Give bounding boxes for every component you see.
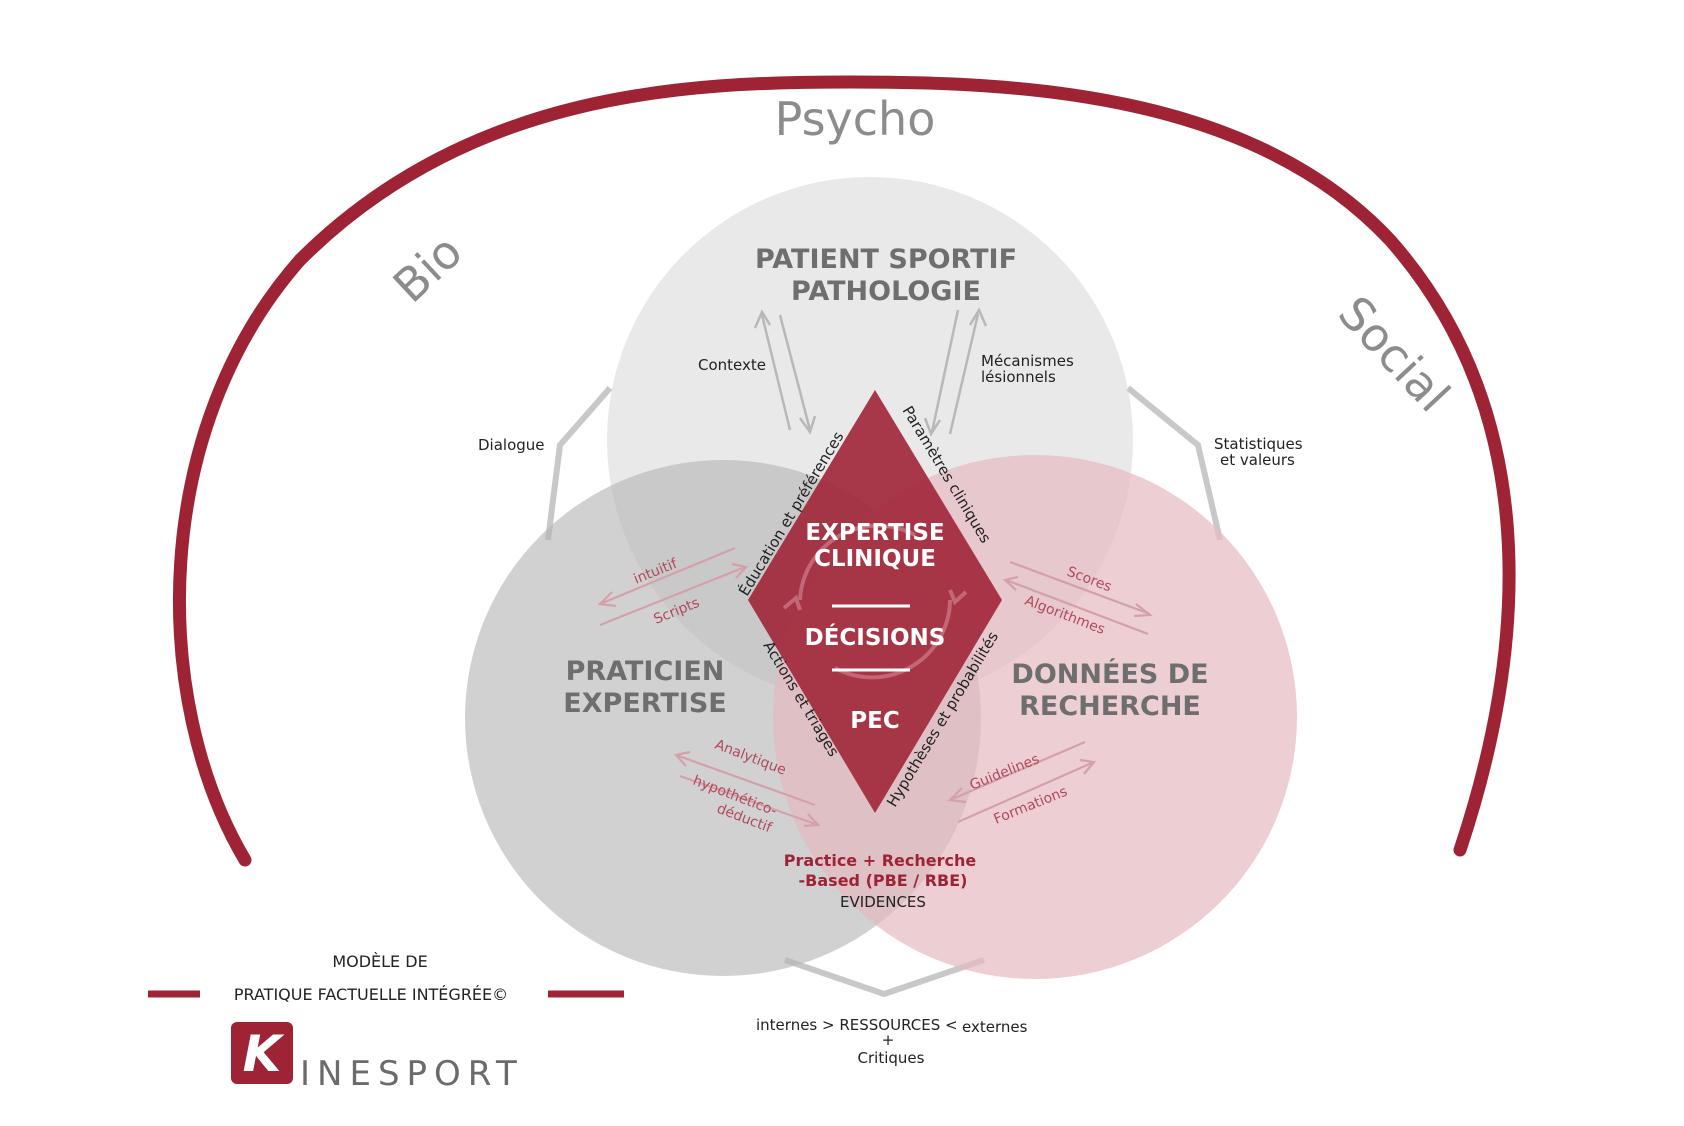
- mecanismes-label-line2: lésionnels: [981, 368, 1056, 386]
- praticien-title-line1: PRATICIEN: [566, 656, 725, 687]
- evidence-line2: -Based (PBE / RBE): [799, 871, 968, 890]
- bio-label: Bio: [383, 224, 473, 313]
- ressources-critiques: Critiques: [858, 1049, 925, 1067]
- pec-text: PEC: [850, 708, 899, 734]
- expertise-line2: CLINIQUE: [814, 546, 936, 572]
- cycle-arrows-icon: [782, 523, 968, 680]
- logo-k-letter: K: [243, 1025, 285, 1083]
- patient-title-line2: PATHOLOGIE: [791, 276, 981, 307]
- donnees-title-line2: RECHERCHE: [1019, 691, 1201, 722]
- contexte-arrows: [753, 309, 817, 435]
- mecanismes-arrows: [923, 307, 988, 437]
- ressources-connector: [784, 957, 985, 998]
- biopsychosocial-arc: [172, 75, 1516, 867]
- logo-k-block: [231, 1022, 293, 1084]
- donnees-title-line1: DONNÉES DE: [1011, 658, 1208, 690]
- statistiques-label-line1: Statistiques: [1214, 435, 1303, 453]
- guidelines-arrows: [947, 740, 1097, 824]
- statistiques-connector: [1126, 385, 1223, 541]
- kinesport-logo: K INESPORT: [231, 1022, 524, 1094]
- legend-line2: PRATIQUE FACTUELLE INTÉGRÉE©: [234, 985, 508, 1004]
- ressources-plus: +: [882, 1031, 895, 1049]
- evidence-line1: Practice + Recherche: [784, 851, 977, 870]
- scores-arrows: [1002, 560, 1153, 636]
- evidence-line3: EVIDENCES: [840, 893, 926, 911]
- statistiques-label-line2: et valeurs: [1220, 451, 1295, 469]
- patient-title-line1: PATIENT SPORTIF: [755, 244, 1017, 275]
- decisions-text: DÉCISIONS: [805, 623, 946, 651]
- expertise-diamond: [748, 390, 1002, 813]
- contexte-label: Contexte: [698, 356, 766, 374]
- ressources-internes: internes > RESSOURCES <: [756, 1016, 958, 1034]
- intuitif-arrows: [597, 546, 749, 627]
- dialogue-label: Dialogue: [478, 436, 545, 454]
- praticien-title-line2: EXPERTISE: [563, 688, 726, 719]
- legend-line1: MODÈLE DE: [332, 952, 427, 971]
- dialogue-connector: [545, 386, 613, 541]
- logo-text: INESPORT: [300, 1054, 524, 1094]
- psycho-label: Psycho: [775, 92, 936, 146]
- ressources-externes: externes: [962, 1018, 1028, 1036]
- mecanismes-label-line1: Mécanismes: [981, 352, 1074, 370]
- expertise-line1: EXPERTISE: [805, 520, 944, 546]
- analytique-arrows: [673, 750, 821, 828]
